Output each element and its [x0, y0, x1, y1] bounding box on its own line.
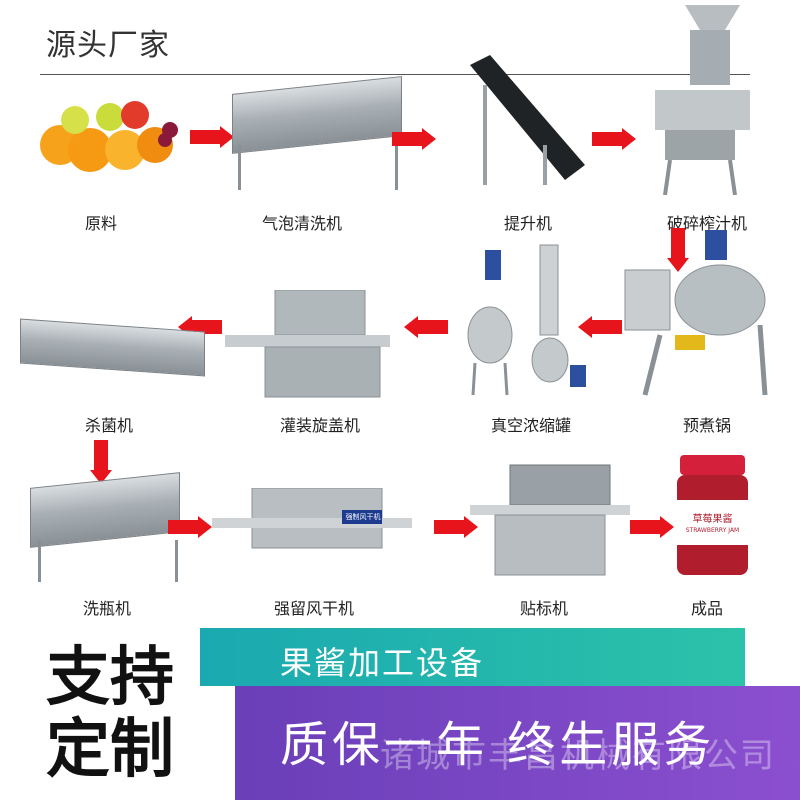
step-label-bottle-washer: 洗瓶机 — [82, 599, 131, 618]
arrow-icon — [592, 128, 636, 150]
step-label-precook-pot: 预煮锅 — [682, 416, 731, 435]
company-watermark: 诸城市丰昌机械有限公司 — [380, 736, 776, 776]
warranty-banner — [235, 686, 800, 800]
step-label-finished-product: 成品 — [690, 599, 723, 618]
crusher-juicer-image — [645, 5, 755, 196]
arrow-icon — [190, 126, 234, 148]
fruit-image — [30, 95, 180, 175]
arrow-icon — [392, 128, 436, 150]
vacuum-concentrator-image — [465, 235, 590, 405]
step-label-vacuum-concentrator: 真空浓缩罐 — [490, 416, 571, 435]
arrow-down-icon — [90, 440, 112, 484]
bubble-washer-image — [232, 76, 402, 154]
arrow-left-icon — [404, 316, 448, 338]
labeling-machine-image — [470, 455, 630, 585]
step-label-filling-capping: 灌装旋盖机 — [279, 416, 360, 435]
category-banner-text: 果酱加工设备 — [280, 644, 485, 682]
header-title: 源头厂家 — [46, 28, 170, 63]
step-label-raw-material: 原料 — [84, 214, 117, 233]
step-label-elevator: 提升机 — [503, 214, 552, 233]
arrow-icon — [434, 516, 478, 538]
jar-label-subtext: STRAWBERRY JAM — [685, 527, 740, 534]
arrow-left-icon — [578, 316, 622, 338]
bottle-washer-image — [30, 472, 180, 548]
bubble-washer-legs — [238, 145, 398, 190]
arrow-down-icon — [667, 228, 689, 272]
step-label-sterilizer: 杀菌机 — [84, 416, 133, 435]
air-dryer-image: 强制风干机 — [212, 487, 412, 558]
precook-pot-image — [620, 225, 770, 405]
step-label-labeling-machine: 贴标机 — [519, 599, 568, 618]
step-label-air-dryer: 强留风干机 — [273, 599, 354, 618]
arrow-icon — [630, 516, 674, 538]
filling-capping-machine-image — [225, 289, 390, 400]
bottle-washer-legs — [38, 540, 178, 582]
custom-support-text: 支持定制 — [46, 641, 174, 787]
step-label-crusher-juicer: 破碎榨汁机 — [666, 214, 747, 233]
arrow-icon — [168, 516, 212, 538]
category-banner — [200, 628, 745, 686]
jar-label-text: 草莓果酱 — [692, 514, 733, 525]
fruit-illustration — [40, 101, 178, 172]
header-divider — [40, 74, 750, 75]
elevator-image — [465, 55, 590, 190]
dryer-sign-text: 强制风干机 — [345, 513, 381, 521]
warranty-banner-text: 质保一年 终生服务 — [280, 717, 716, 773]
step-label-bubble-washer: 气泡清洗机 — [261, 214, 342, 233]
jam-jar-image: 草莓果酱 STRAWBERRY JAM — [675, 455, 750, 580]
